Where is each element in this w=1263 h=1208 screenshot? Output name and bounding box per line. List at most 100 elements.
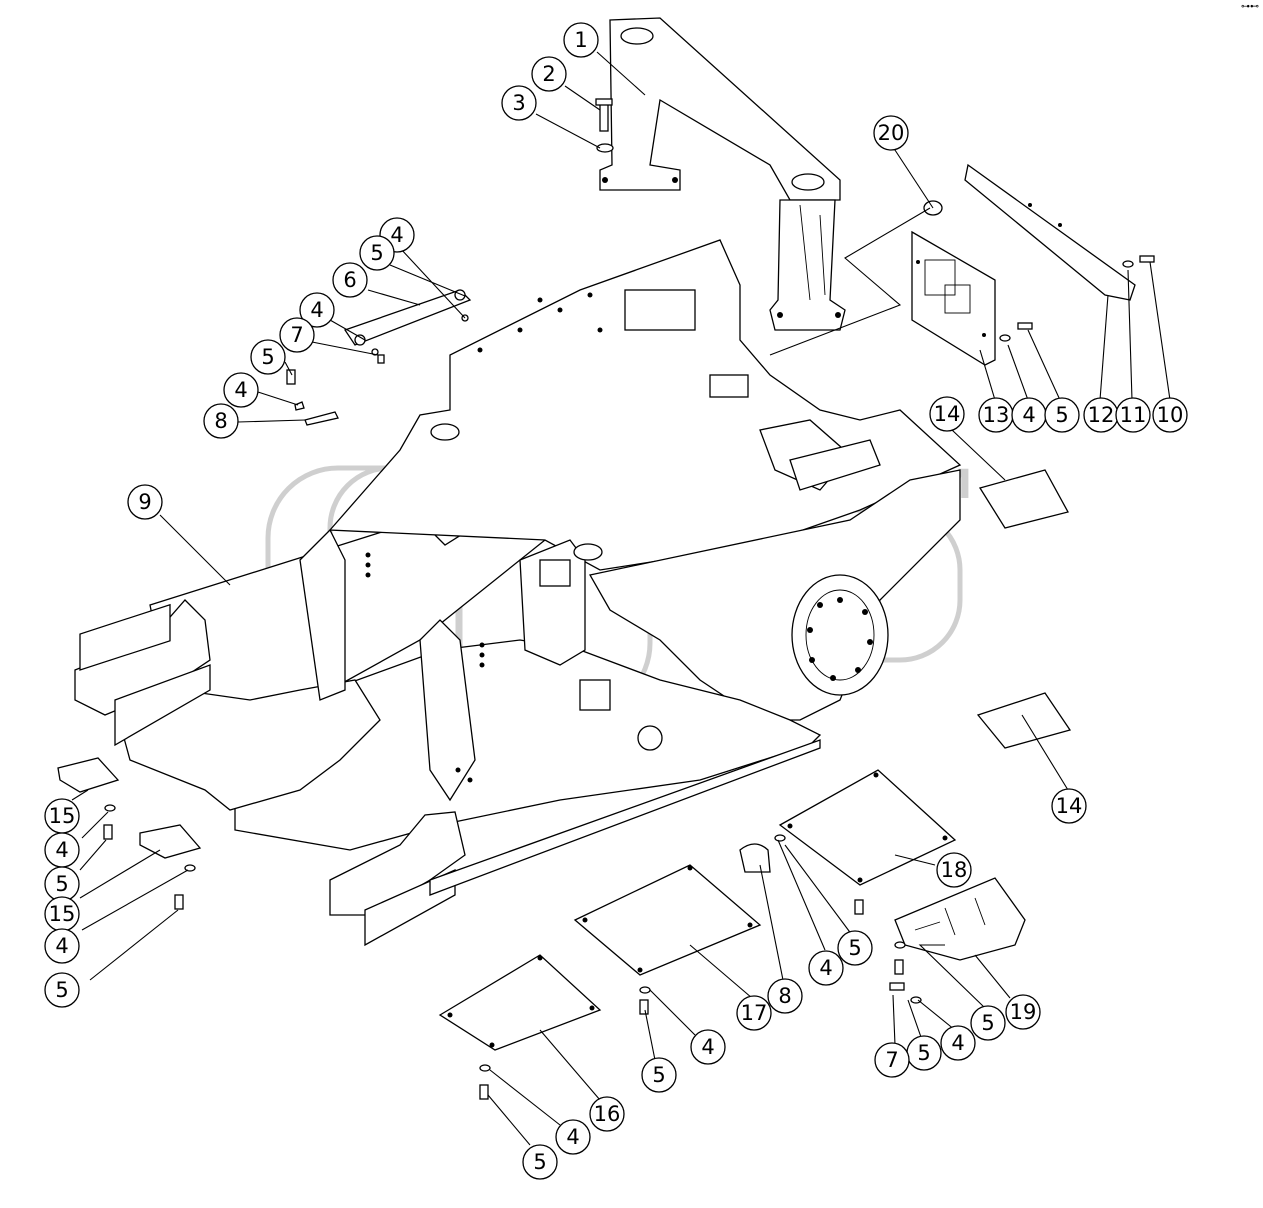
callout-5[interactable]: 5 [970,1005,1006,1041]
main-frame [114,239,962,851]
plate-bracket-6 [343,289,472,356]
callout-6[interactable]: 6 [332,262,368,298]
svg-text:4: 4 [390,223,403,247]
svg-text:4: 4 [701,1035,714,1059]
callout-15[interactable]: 15 [44,798,80,834]
svg-text:12: 12 [1088,403,1115,427]
svg-text:2: 2 [542,62,555,86]
svg-text:15: 15 [49,902,76,926]
svg-text:8: 8 [778,984,791,1008]
callout-11[interactable]: 11 [1115,397,1151,433]
svg-text:4: 4 [55,838,68,862]
callout-7[interactable]: 7 [279,317,315,353]
callout-1[interactable]: 1 [563,22,599,58]
svg-text:16: 16 [594,1102,621,1126]
callout-4[interactable]: 4 [299,292,335,328]
svg-text:5: 5 [370,241,383,265]
callout-4[interactable]: 4 [808,950,844,986]
mast-washer-3 [596,143,614,153]
mast [599,17,846,331]
callout-5[interactable]: 5 [44,866,80,902]
callout-2[interactable]: 2 [531,56,567,92]
callout-4[interactable]: 4 [223,372,259,408]
callout-5[interactable]: 5 [522,1144,558,1180]
label-14b [976,692,1072,749]
callout-15[interactable]: 15 [44,896,80,932]
svg-text:4: 4 [951,1031,964,1055]
svg-text:9: 9 [138,490,151,514]
svg-text:5: 5 [652,1063,665,1087]
callout-8[interactable]: 8 [203,403,239,439]
svg-text:4: 4 [234,378,247,402]
callout-16[interactable]: 16 [589,1096,625,1132]
callout-13[interactable]: 13 [978,397,1014,433]
svg-text:5: 5 [261,345,274,369]
callout-20[interactable]: 20 [873,115,909,151]
svg-text:8: 8 [214,409,227,433]
svg-text:4: 4 [310,298,323,322]
small-fasteners-left [286,354,385,426]
cover-8 [739,843,771,873]
callout-5[interactable]: 5 [44,972,80,1008]
panel-13 [911,230,996,366]
svg-text:11: 11 [1120,403,1147,427]
svg-text:14: 14 [934,402,961,426]
bottom-fasteners [479,834,922,1100]
svg-text:15: 15 [49,804,76,828]
fasteners-right [999,255,1155,342]
callout-4[interactable]: 4 [940,1025,976,1061]
svg-text:4: 4 [819,956,832,980]
svg-text:5: 5 [55,978,68,1002]
leader-lines [71,51,1171,1146]
callout-17[interactable]: 17 [736,995,772,1031]
svg-text:14: 14 [1056,794,1083,818]
label-14a [978,469,1069,529]
svg-text:4: 4 [1022,403,1035,427]
right-track-slide [329,739,821,947]
callout-5[interactable]: 5 [906,1035,942,1071]
svg-text:3: 3 [512,91,525,115]
callout-5[interactable]: 5 [250,339,286,375]
callout-12[interactable]: 12 [1083,397,1119,433]
svg-text:4: 4 [55,934,68,958]
callout-4[interactable]: 4 [44,832,80,868]
svg-text:1: 1 [574,28,587,52]
svg-text:13: 13 [983,403,1010,427]
callout-8[interactable]: 8 [767,978,803,1014]
callout-3[interactable]: 3 [501,85,537,121]
svg-text:19: 19 [1010,1000,1037,1024]
callout-4[interactable]: 4 [690,1029,726,1065]
callout-7[interactable]: 7 [874,1042,910,1078]
cover-18 [778,769,957,886]
callout-18[interactable]: 18 [936,852,972,888]
svg-text:5: 5 [533,1150,546,1174]
callout-14[interactable]: 14 [1051,788,1087,824]
corner-mark: ⊶⊷ [1241,2,1259,12]
callouts: 1 2 3 4 5 6 4 7 5 4 8 9 20 14 13 4 5 12 … [44,22,1188,1180]
cover-16 [438,954,602,1051]
callout-5[interactable]: 5 [1044,397,1080,433]
callout-4[interactable]: 4 [1011,397,1047,433]
svg-text:5: 5 [55,872,68,896]
callout-10[interactable]: 10 [1152,397,1188,433]
foot-15a [57,757,120,840]
foot-15b [139,824,202,910]
callout-14[interactable]: 14 [929,396,965,432]
cover-19 [894,877,1026,961]
callout-5[interactable]: 5 [837,930,873,966]
svg-text:5: 5 [981,1011,994,1035]
callout-19[interactable]: 19 [1005,994,1041,1030]
svg-text:7: 7 [885,1048,898,1072]
svg-text:5: 5 [848,936,861,960]
svg-text:5: 5 [917,1041,930,1065]
svg-text:4: 4 [566,1125,579,1149]
callout-5[interactable]: 5 [641,1057,677,1093]
left-track-slide [74,599,211,747]
callout-5[interactable]: 5 [359,235,395,271]
callout-4[interactable]: 4 [555,1119,591,1155]
callout-9[interactable]: 9 [127,484,163,520]
callout-4[interactable]: 4 [44,928,80,964]
svg-text:17: 17 [741,1001,768,1025]
cover-strip-12 [964,163,1136,301]
